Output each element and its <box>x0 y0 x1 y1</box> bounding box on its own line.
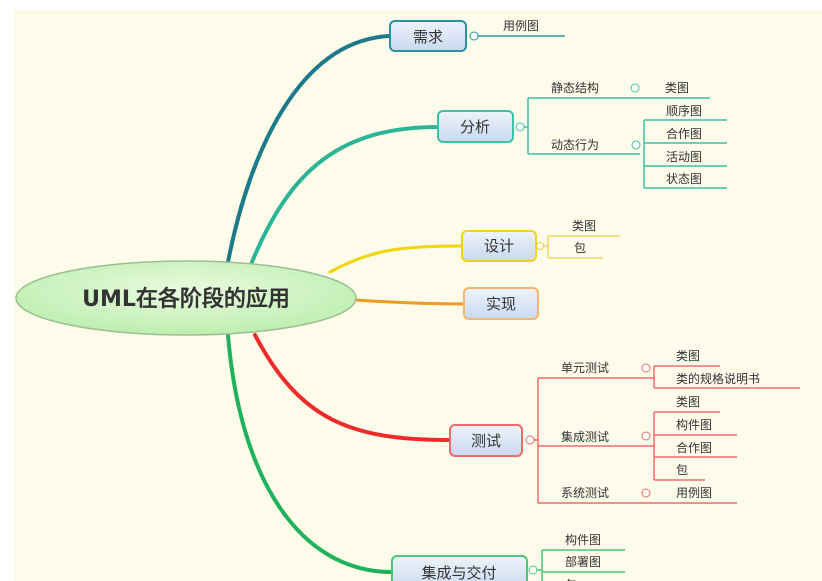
collapse-toggle[interactable] <box>641 431 651 441</box>
leaf-label: 类图 <box>676 349 700 363</box>
branch-line-sheji <box>328 244 464 274</box>
node-shixian[interactable]: 实现 <box>463 287 539 320</box>
leaf-label: 状态图 <box>666 172 702 186</box>
node-label: 测试 <box>471 432 501 450</box>
branch-line-ceshi <box>253 333 452 442</box>
leaf-label: 类的规格说明书 <box>676 371 760 386</box>
leaf-label: 构件图 <box>676 417 712 432</box>
sub-label: 动态行为 <box>551 138 599 152</box>
node-fenxi[interactable]: 分析 <box>437 110 514 143</box>
root-node[interactable]: UML在各阶段的应用 <box>15 260 357 336</box>
node-jiaofu[interactable]: 集成与交付 <box>391 555 528 581</box>
leaf-label: 顺序图 <box>666 103 702 118</box>
branch-line-xuqiu <box>226 34 392 264</box>
leaf-label: 类图 <box>665 81 689 95</box>
node-xuqiu[interactable]: 需求 <box>389 20 467 52</box>
leaf-label: 类图 <box>572 219 596 233</box>
collapse-toggle[interactable] <box>641 363 651 373</box>
node-label: 分析 <box>460 118 490 136</box>
leaf-label: 活动图 <box>666 150 702 164</box>
sub-label: 单元测试 <box>561 360 609 375</box>
leaf-label: 构件图 <box>565 532 601 547</box>
leaf-label: 包 <box>565 578 577 581</box>
branch-line-jiaofu <box>226 333 394 574</box>
collapse-toggle[interactable] <box>469 31 479 41</box>
collapse-toggle[interactable] <box>515 122 525 132</box>
branch-line-fenxi <box>250 125 440 264</box>
leaf-label: 合作图 <box>666 126 702 141</box>
leaf-label: 合作图 <box>676 440 712 455</box>
sub-label: 静态结构 <box>551 80 599 95</box>
collapse-toggle[interactable] <box>525 435 535 445</box>
collapse-toggle[interactable] <box>536 242 544 250</box>
collapse-toggle[interactable] <box>641 488 651 498</box>
leaf-label: 包 <box>676 463 688 477</box>
leaf-label: 类图 <box>676 395 700 409</box>
leaf-label: 用例图 <box>676 486 712 500</box>
leaf-label: 部署图 <box>565 554 601 569</box>
sub-label: 集成测试 <box>561 429 609 444</box>
node-label: 设计 <box>484 237 514 255</box>
node-sheji[interactable]: 设计 <box>461 230 537 262</box>
leaf-label: 用例图 <box>503 19 539 33</box>
node-ceshi[interactable]: 测试 <box>449 424 523 457</box>
collapse-toggle[interactable] <box>630 83 640 93</box>
collapse-toggle[interactable] <box>631 140 641 150</box>
sub-label: 系统测试 <box>561 485 609 500</box>
root-label: UML在各阶段的应用 <box>82 286 290 312</box>
leaf-label: 包 <box>574 241 586 255</box>
node-label: 集成与交付 <box>421 564 496 581</box>
node-label: 需求 <box>413 28 443 46</box>
node-label: 实现 <box>486 295 516 313</box>
collapse-toggle[interactable] <box>528 565 538 575</box>
branch-line-shixian <box>354 298 466 306</box>
